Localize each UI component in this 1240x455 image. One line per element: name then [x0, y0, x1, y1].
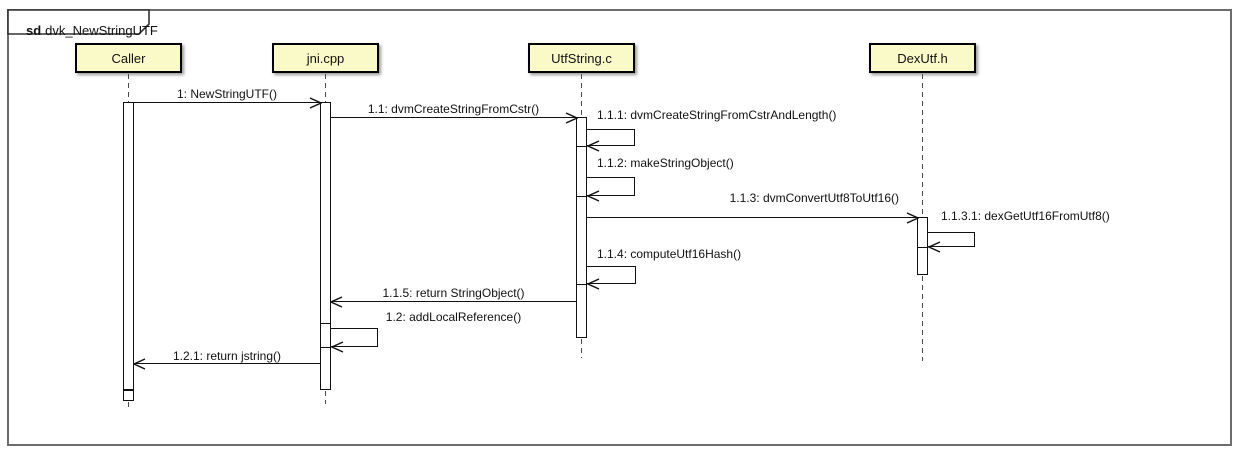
arrowhead-right-icon	[309, 97, 322, 109]
arrowhead-left-icon	[928, 241, 941, 253]
arrowhead-left-icon	[587, 190, 600, 202]
diagram-frame	[7, 9, 1232, 446]
activation-bar-dexutf	[917, 217, 928, 275]
activation-bar-jni	[320, 102, 331, 390]
frame-keyword: sd	[26, 23, 42, 38]
activation-bar-utfstring	[576, 117, 587, 338]
arrowhead-right-icon	[906, 212, 919, 224]
activation-bar-caller-nested	[123, 390, 134, 401]
message-label-1-1-5: 1.1.5: return StringObject()	[382, 286, 525, 300]
lifeline-dash-utf-top	[581, 74, 582, 117]
activation-divider	[577, 284, 586, 285]
lifeline-name: UtfString.c	[551, 50, 612, 66]
arrowhead-left-icon	[587, 140, 600, 152]
lifeline-dash-dex-bottom	[922, 276, 923, 361]
message-label-1-2-1: 1.2.1: return jstring()	[172, 349, 282, 363]
message-label-1-2: 1.2: addLocalReference()	[385, 310, 522, 324]
activation-divider	[577, 146, 586, 147]
lifeline-name: Caller	[111, 50, 146, 66]
lifeline-dash-dex-top	[922, 74, 923, 217]
lifeline-name: jni.cpp	[306, 50, 345, 66]
message-label-1-1-2: 1.1.2: makeStringObject()	[597, 156, 734, 170]
lifeline-dash-jni-bottom	[325, 391, 326, 404]
arrowhead-left-icon	[330, 296, 343, 308]
arrowhead-left-icon	[133, 358, 146, 370]
lifeline-dash-caller-top	[128, 74, 129, 102]
lifeline-head-utfstring: UtfString.c	[528, 43, 635, 73]
message-label-1: 1: NewStringUTF()	[176, 87, 277, 101]
self-call-loop-1-1-1	[587, 129, 635, 146]
pentagon-tag-icon	[7, 9, 150, 35]
activation-divider	[918, 247, 927, 248]
message-label-1-1-4: 1.1.4: computeUtf16Hash()	[597, 247, 742, 261]
lifeline-dash-jni-top	[325, 74, 326, 102]
lifeline-head-caller: Caller	[75, 43, 182, 73]
message-label-1-1-3: 1.1.3: dvmConvertUtf8ToUtf16()	[729, 191, 899, 205]
activation-divider	[321, 323, 330, 324]
arrowhead-right-icon	[565, 112, 578, 124]
activation-divider	[577, 196, 586, 197]
self-call-loop-1-1-3-1	[928, 232, 975, 247]
self-call-loop-1-1-2	[587, 177, 635, 196]
activation-divider	[321, 347, 330, 348]
message-line-1	[134, 102, 320, 103]
lifeline-dash-utf-bottom	[581, 339, 582, 358]
message-line-1-1	[331, 117, 576, 118]
self-call-loop-1-2	[331, 328, 378, 347]
frame-name: dvk_NewStringUTF	[45, 23, 158, 38]
message-label-1-1-1: 1.1.1: dvmCreateStringFromCstrAndLength(…	[597, 108, 837, 122]
message-label-1-1: 1.1: dvmCreateStringFromCstr()	[367, 102, 540, 116]
message-label-1-1-3-1: 1.1.3.1: dexGetUtf16FromUtf8()	[941, 209, 1110, 223]
lifeline-head-dexutf: DexUtf.h	[869, 43, 976, 73]
lifeline-name: DexUtf.h	[897, 50, 948, 66]
arrowhead-left-icon	[587, 278, 600, 290]
arrowhead-left-icon	[331, 341, 344, 353]
lifeline-dash-caller-bottom	[128, 402, 129, 410]
message-line-1-1-5	[331, 301, 576, 302]
message-line-1-2-1	[134, 363, 320, 364]
message-line-1-1-3	[587, 217, 917, 218]
self-call-loop-1-1-4	[587, 266, 636, 284]
activation-bar-caller	[123, 102, 134, 390]
lifeline-head-jni-cpp: jni.cpp	[272, 43, 379, 73]
